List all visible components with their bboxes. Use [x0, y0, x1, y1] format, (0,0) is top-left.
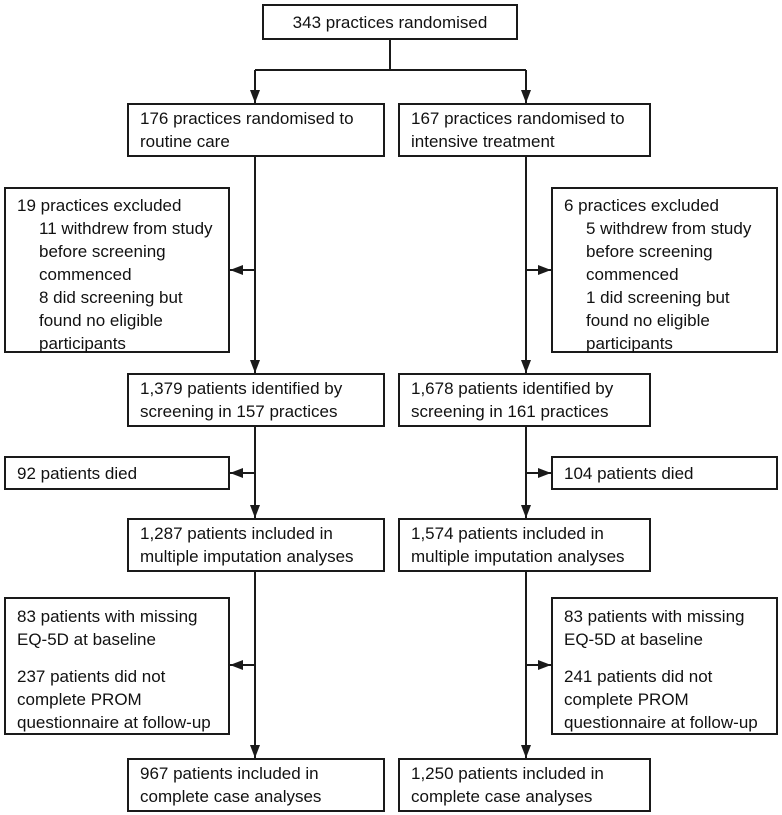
text-line: questionnaire at follow-up: [564, 713, 758, 732]
box-missing-routine: 83 patients with missing EQ-5D at baseli…: [4, 597, 230, 735]
text-line: before screening: [586, 242, 713, 261]
text-line: participants: [586, 334, 673, 353]
text-line: intensive treatment: [411, 132, 555, 151]
text-line: complete PROM: [17, 690, 142, 709]
text-line: 241 patients did not: [564, 667, 713, 686]
text-line: questionnaire at follow-up: [17, 713, 211, 732]
text-line: 1 did screening but: [586, 288, 730, 307]
box-excluded-intensive: 6 practices excluded 5 withdrew from stu…: [551, 187, 778, 353]
text-line: 8 did screening but: [39, 288, 183, 307]
text-line: 343 practices randomised: [292, 12, 488, 32]
text-line: EQ-5D at baseline: [17, 630, 156, 649]
text-line: 1,287 patients included in: [140, 524, 333, 543]
text-line: 237 patients did not: [17, 667, 166, 686]
box-imputation-intensive: 1,574 patients included in multiple impu…: [398, 518, 651, 572]
box-intensive-treatment-arm: 167 practices randomised to intensive tr…: [398, 103, 651, 157]
text-line: complete PROM: [564, 690, 689, 709]
text-line: 6 practices excluded: [564, 196, 719, 215]
text-line: 11 withdrew from study: [39, 219, 213, 238]
text-line: 5 withdrew from study: [586, 219, 752, 238]
text-line: 19 practices excluded: [17, 196, 182, 215]
text-line: 1,250 patients included in: [411, 764, 604, 783]
text-line: multiple imputation analyses: [140, 547, 354, 566]
text-line: complete case analyses: [140, 787, 322, 806]
text-line: commenced: [39, 265, 132, 284]
text-line: 1,379 patients identified by: [140, 379, 343, 398]
box-complete-intensive: 1,250 patients included in complete case…: [398, 758, 651, 812]
box-missing-intensive: 83 patients with missing EQ-5D at baseli…: [551, 597, 778, 735]
text-line: found no eligible: [39, 311, 163, 330]
box-excluded-routine: 19 practices excluded 11 withdrew from s…: [4, 187, 230, 353]
text-line: 167 practices randomised to: [411, 109, 625, 128]
box-imputation-routine: 1,287 patients included in multiple impu…: [127, 518, 385, 572]
text-line: EQ-5D at baseline: [564, 630, 703, 649]
text-line: 967 patients included in: [140, 764, 319, 783]
text-line: screening in 161 practices: [411, 402, 609, 421]
box-routine-care-arm: 176 practices randomised to routine care: [127, 103, 385, 157]
text-line: 92 patients died: [17, 463, 138, 483]
text-line: routine care: [140, 132, 230, 151]
text-line: 104 patients died: [564, 463, 694, 483]
text-line: participants: [39, 334, 126, 353]
text-line: 1,678 patients identified by: [411, 379, 614, 398]
text-line: screening in 157 practices: [140, 402, 338, 421]
text-line: multiple imputation analyses: [411, 547, 625, 566]
box-died-routine: 92 patients died: [4, 456, 230, 490]
text-line: commenced: [586, 265, 679, 284]
text-line: 1,574 patients included in: [411, 524, 604, 543]
box-practices-randomised: 343 practices randomised: [262, 4, 518, 40]
text-line: complete case analyses: [411, 787, 593, 806]
text-line: 83 patients with missing: [17, 607, 198, 626]
text-line: 83 patients with missing: [564, 607, 745, 626]
box-died-intensive: 104 patients died: [551, 456, 778, 490]
box-identified-routine: 1,379 patients identified by screening i…: [127, 373, 385, 427]
box-complete-routine: 967 patients included in complete case a…: [127, 758, 385, 812]
text-line: found no eligible: [586, 311, 710, 330]
text-line: 176 practices randomised to: [140, 109, 354, 128]
box-identified-intensive: 1,678 patients identified by screening i…: [398, 373, 651, 427]
text-line: before screening: [39, 242, 166, 261]
